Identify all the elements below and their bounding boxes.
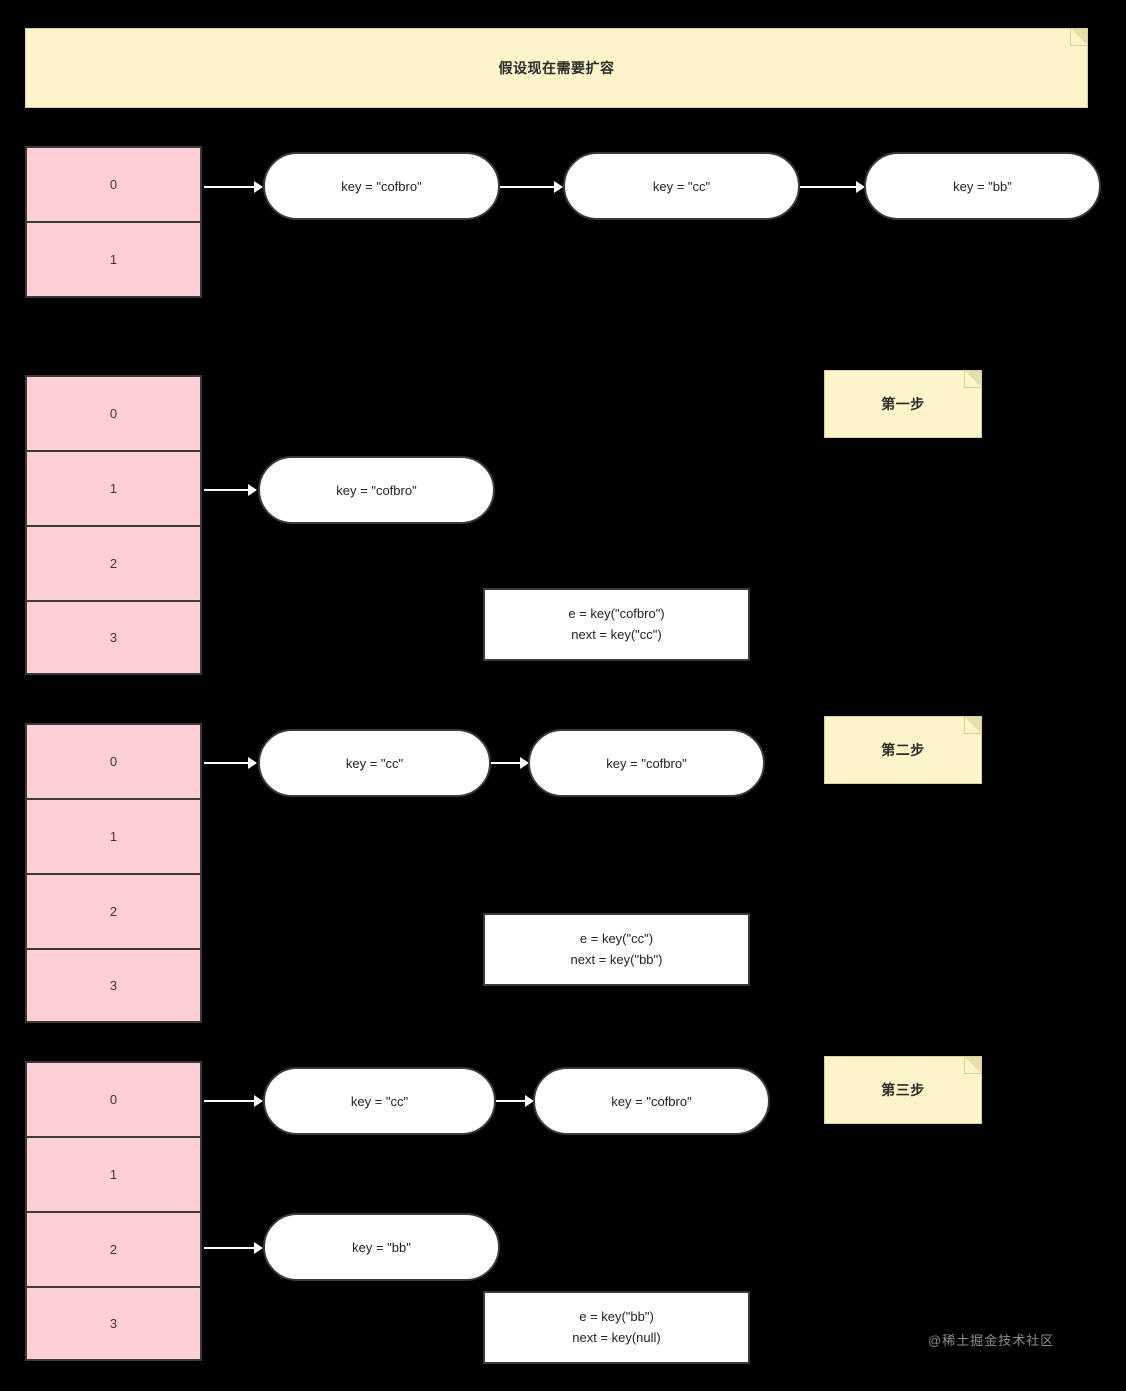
step-label: 第二步 bbox=[881, 742, 925, 758]
node-label: key = "cofbro" bbox=[336, 482, 417, 498]
arrowhead-icon bbox=[520, 757, 529, 769]
arrowhead-icon bbox=[254, 181, 263, 193]
infobox-line-2: next = key(null) bbox=[572, 1329, 661, 1345]
infobox-line-1: e = key("bb") bbox=[579, 1309, 654, 1325]
table-row: 0 bbox=[27, 148, 200, 223]
table-row: 2 bbox=[27, 527, 200, 602]
node-initial-cofbro: key = "cofbro" bbox=[263, 152, 500, 220]
connector-initial-node2-to-node3 bbox=[800, 181, 865, 193]
bucket-index-label: 0 bbox=[109, 754, 118, 769]
infobox-line-1: e = key("cofbro") bbox=[568, 606, 665, 622]
bucket-index-label: 3 bbox=[109, 978, 118, 993]
bucket-index-label: 3 bbox=[109, 1316, 118, 1331]
table-row: 1 bbox=[27, 800, 200, 875]
bucket-index-label: 1 bbox=[109, 481, 118, 496]
bucket-index-label: 2 bbox=[109, 904, 118, 919]
node-label: key = "cofbro" bbox=[606, 755, 687, 771]
step-label: 第三步 bbox=[881, 1082, 925, 1098]
node-label: key = "cc" bbox=[652, 178, 711, 194]
bucket-index-label: 0 bbox=[109, 406, 118, 421]
initial-bucket-table: 0 1 bbox=[25, 146, 202, 298]
bucket-index-label: 0 bbox=[109, 1092, 118, 1107]
infobox-step3: e = key("bb") next = key(null) bbox=[483, 1291, 750, 1364]
step1-bucket-table: 0 1 2 3 bbox=[25, 375, 202, 675]
node-label: key = "bb" bbox=[953, 178, 1012, 194]
node-label: key = "cofbro" bbox=[611, 1093, 692, 1109]
node-step2-cofbro: key = "cofbro" bbox=[528, 729, 765, 797]
table-row: 1 bbox=[27, 1138, 200, 1213]
infobox-line-2: next = key("cc") bbox=[571, 626, 662, 642]
arrowhead-icon bbox=[254, 1242, 263, 1254]
bucket-index-label: 1 bbox=[109, 829, 118, 844]
node-label: key = "cc" bbox=[350, 1093, 409, 1109]
note-fold-corner-icon bbox=[964, 371, 981, 388]
node-initial-bb: key = "bb" bbox=[864, 152, 1101, 220]
table-row: 1 bbox=[27, 452, 200, 527]
connector-step2-bucket0-to-node1 bbox=[204, 757, 257, 769]
node-step3-cc: key = "cc" bbox=[263, 1067, 496, 1135]
arrowhead-icon bbox=[254, 1095, 263, 1107]
infobox-line-2: next = key("bb") bbox=[570, 951, 663, 967]
infobox-line-1: e = key("cc") bbox=[579, 931, 654, 947]
bucket-index-label: 0 bbox=[109, 177, 118, 192]
table-row: 2 bbox=[27, 1213, 200, 1288]
title-text: 假设现在需要扩容 bbox=[498, 60, 615, 76]
connector-step3-bucket2-to-node3 bbox=[204, 1242, 263, 1254]
arrowhead-icon bbox=[856, 181, 865, 193]
table-row: 2 bbox=[27, 875, 200, 950]
connector-step3-node1-to-node2 bbox=[496, 1095, 534, 1107]
arrowhead-icon bbox=[554, 181, 563, 193]
table-row: 3 bbox=[27, 1288, 200, 1359]
note-fold-corner-icon bbox=[964, 1057, 981, 1074]
note-fold-corner-icon bbox=[1070, 29, 1087, 46]
connector-step3-bucket0-to-node1 bbox=[204, 1095, 263, 1107]
table-row: 0 bbox=[27, 1063, 200, 1138]
bucket-index-label: 2 bbox=[109, 1242, 118, 1257]
step2-bucket-table: 0 1 2 3 bbox=[25, 723, 202, 1023]
node-step2-cc: key = "cc" bbox=[258, 729, 491, 797]
infobox-step1: e = key("cofbro") next = key("cc") bbox=[483, 588, 750, 661]
node-step3-bb: key = "bb" bbox=[263, 1213, 500, 1281]
node-label: key = "cc" bbox=[345, 755, 404, 771]
step3-bucket-table: 0 1 2 3 bbox=[25, 1061, 202, 1361]
step-3-sticky-note: 第三步 bbox=[824, 1056, 982, 1124]
title-sticky-note: 假设现在需要扩容 bbox=[25, 28, 1088, 108]
node-step1-cofbro: key = "cofbro" bbox=[258, 456, 495, 524]
node-label: key = "bb" bbox=[352, 1239, 411, 1255]
note-fold-corner-icon bbox=[964, 717, 981, 734]
bucket-index-label: 1 bbox=[109, 252, 118, 267]
step-1-sticky-note: 第一步 bbox=[824, 370, 982, 438]
watermark: @稀土掘金技术社区 bbox=[928, 1333, 1055, 1348]
arrowhead-icon bbox=[525, 1095, 534, 1107]
table-row: 1 bbox=[27, 223, 200, 296]
node-step3-cofbro: key = "cofbro" bbox=[533, 1067, 770, 1135]
table-row: 3 bbox=[27, 602, 200, 673]
infobox-step2: e = key("cc") next = key("bb") bbox=[483, 913, 750, 986]
connector-step2-node1-to-node2 bbox=[491, 757, 529, 769]
arrowhead-icon bbox=[248, 484, 257, 496]
table-row: 3 bbox=[27, 950, 200, 1021]
connector-step1-bucket1-to-node bbox=[204, 484, 257, 496]
node-label: key = "cofbro" bbox=[341, 178, 422, 194]
step-2-sticky-note: 第二步 bbox=[824, 716, 982, 784]
arrowhead-icon bbox=[248, 757, 257, 769]
connector-initial-bucket0-to-node1 bbox=[204, 181, 263, 193]
table-row: 0 bbox=[27, 725, 200, 800]
bucket-index-label: 3 bbox=[109, 630, 118, 645]
node-initial-cc: key = "cc" bbox=[563, 152, 800, 220]
bucket-index-label: 2 bbox=[109, 556, 118, 571]
table-row: 0 bbox=[27, 377, 200, 452]
step-label: 第一步 bbox=[881, 396, 925, 412]
bucket-index-label: 1 bbox=[109, 1167, 118, 1182]
connector-initial-node1-to-node2 bbox=[500, 181, 563, 193]
